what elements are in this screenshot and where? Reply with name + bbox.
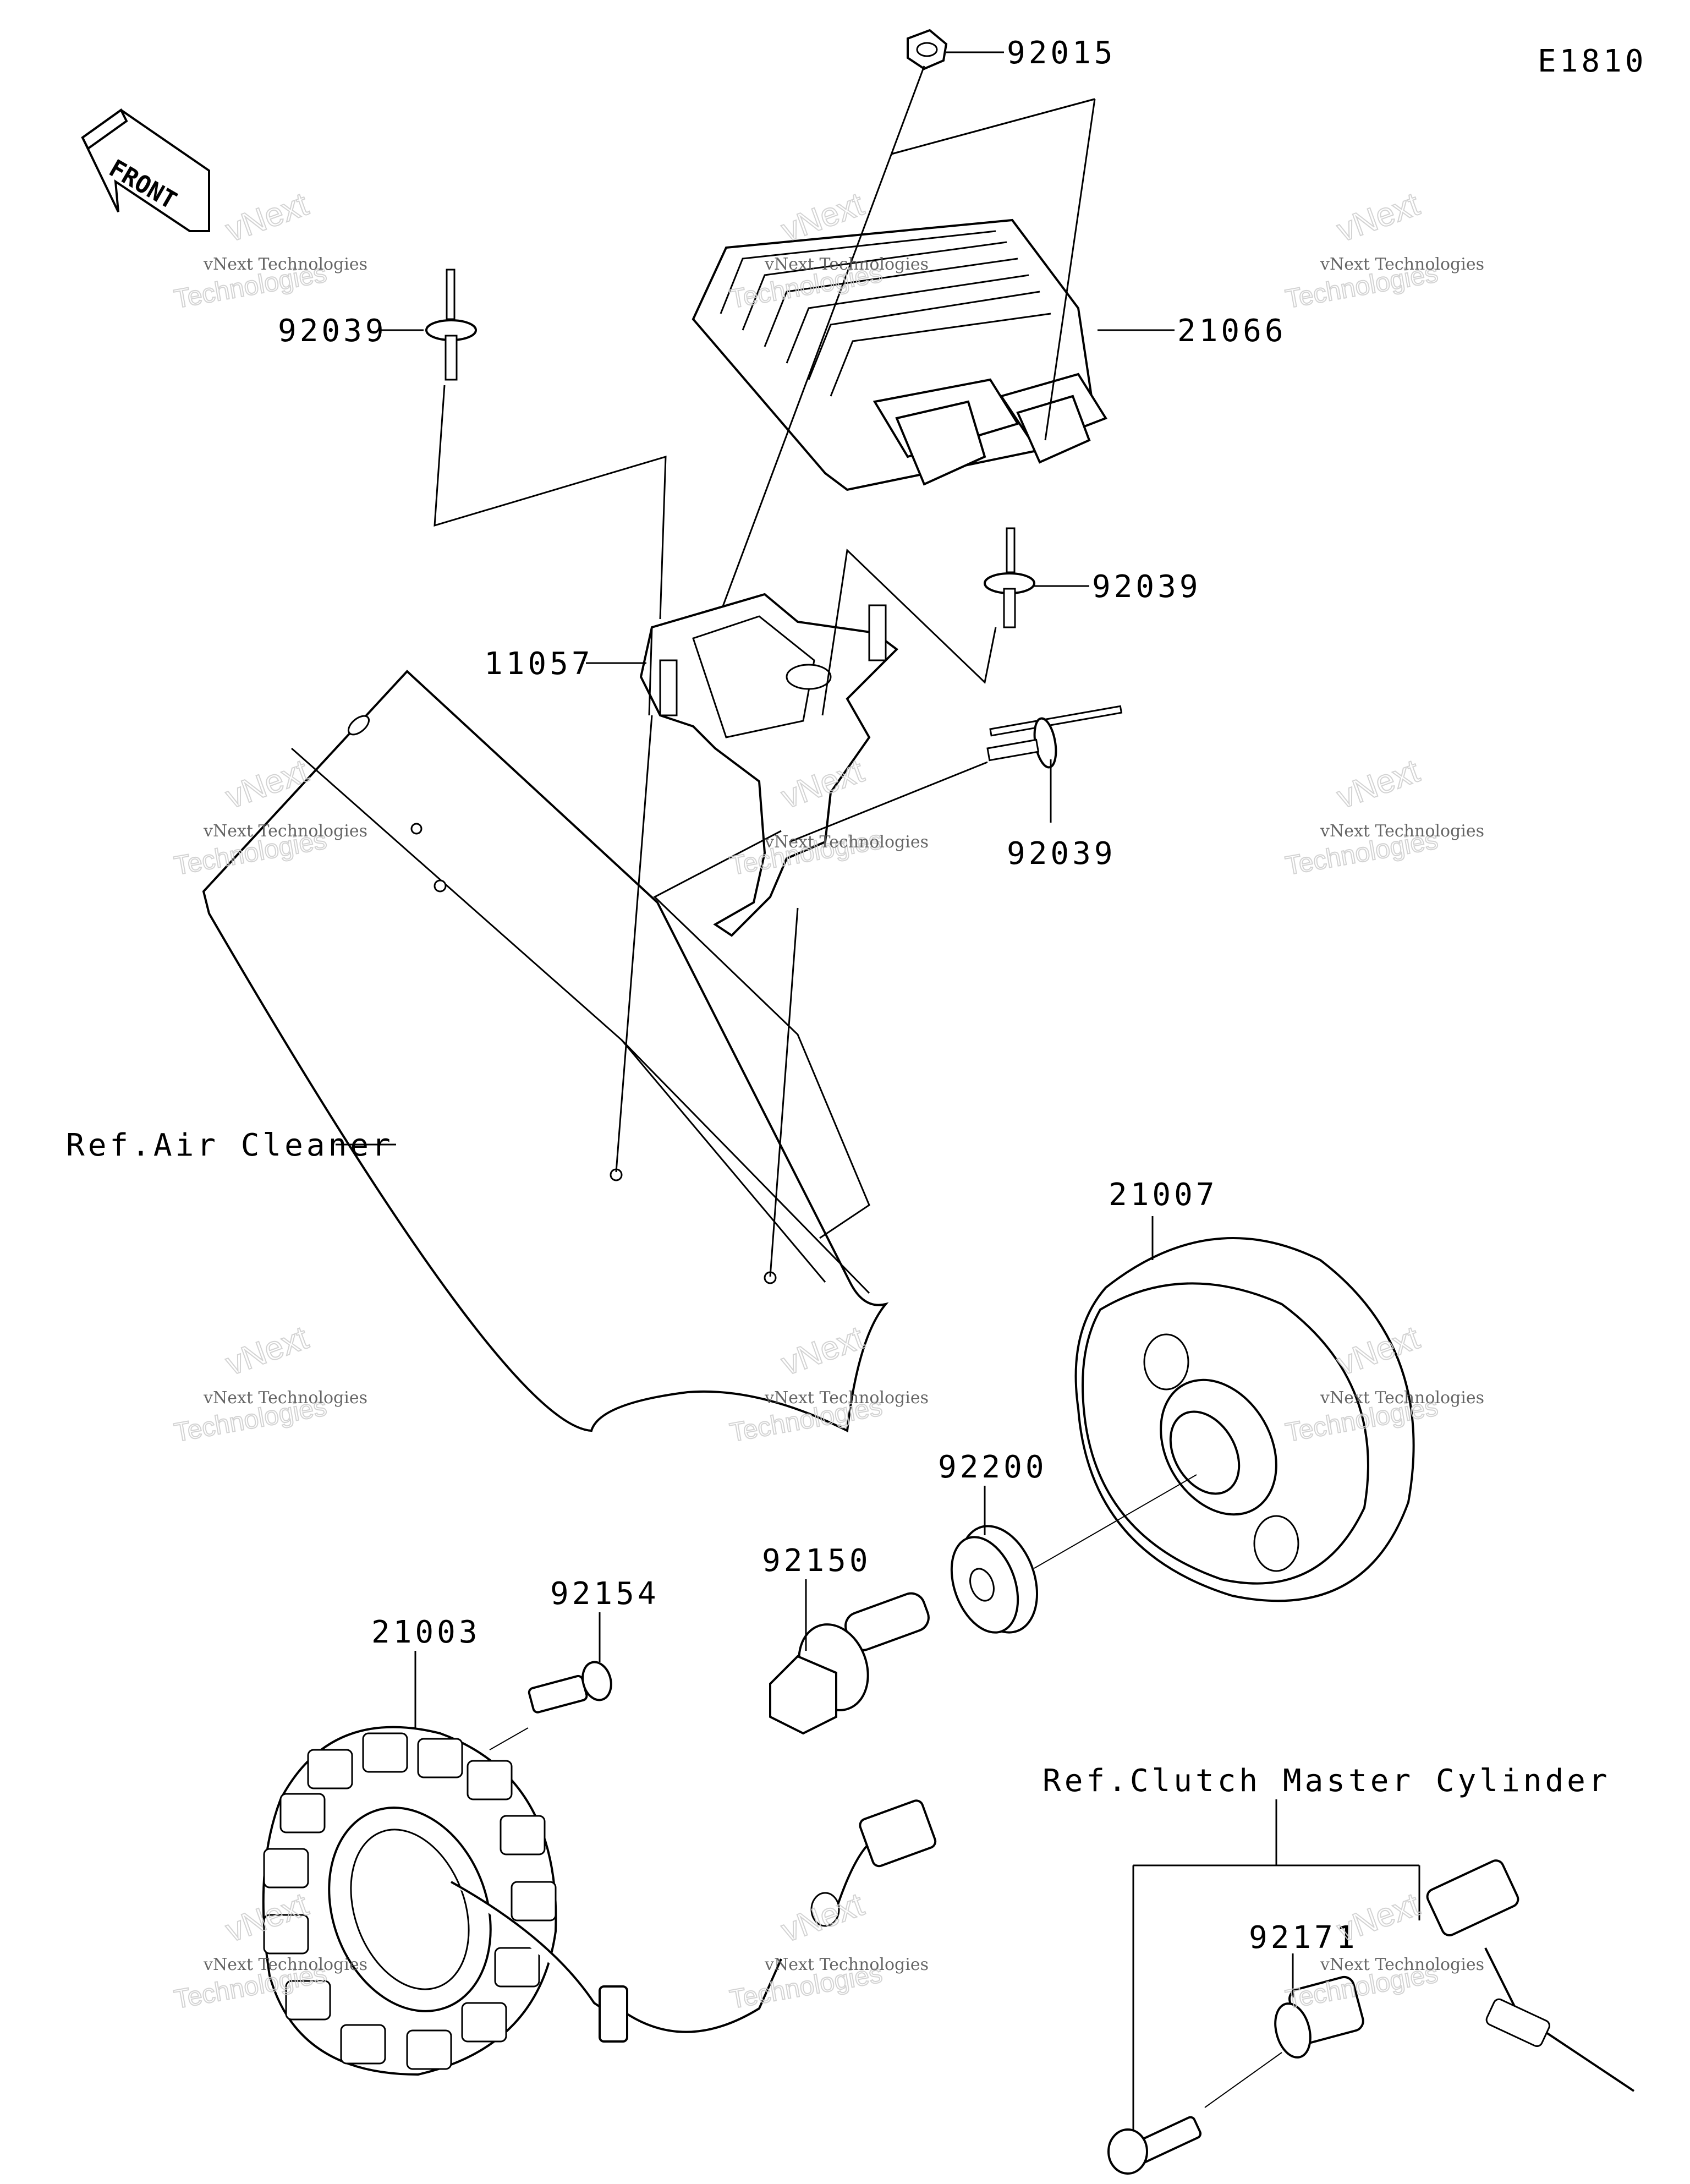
nut-92015 (907, 29, 948, 70)
svg-text:vNext: vNext (221, 185, 313, 249)
air-cleaner-cover (202, 670, 889, 1433)
svg-text:vNext Technologies: vNext Technologies (203, 1388, 367, 1408)
label-11057: 11057 (484, 646, 594, 682)
svg-text:vNext Technologies: vNext Technologies (764, 833, 929, 852)
regulator-rectifier (692, 218, 1107, 491)
bracket-11057 (639, 593, 899, 937)
watermark-7: vNext Technologies vNext Technologies (172, 1318, 367, 1448)
svg-text:vNext Technologies: vNext Technologies (203, 1955, 367, 1974)
label-ref-air-cleaner: Ref.Air Cleaner (66, 1127, 394, 1163)
screw-92154 (528, 1661, 612, 1714)
label-92200: 92200 (938, 1449, 1047, 1485)
label-92039-left: 92039 (278, 313, 387, 349)
svg-text:vNext: vNext (221, 1319, 313, 1383)
svg-text:vNext Technologies: vNext Technologies (764, 1955, 929, 1974)
rivet-92039-left (425, 269, 477, 381)
svg-text:vNext: vNext (1332, 752, 1424, 816)
watermark-6: vNext Technologies vNext Technologies (1283, 752, 1484, 882)
watermark-3: vNext Technologies vNext Technologies (1283, 185, 1484, 315)
watermark-11: vNext Technologies vNext Technologies (727, 1885, 929, 2015)
rivet-92039-right (984, 527, 1035, 628)
label-21003: 21003 (371, 1614, 481, 1650)
svg-text:vNext Technologies: vNext Technologies (1320, 822, 1484, 841)
svg-text:vNext Technologies: vNext Technologies (1320, 255, 1484, 274)
bolt-92150 (769, 1592, 930, 1735)
svg-text:vNext Technologies: vNext Technologies (1320, 1388, 1484, 1408)
svg-text:vNext: vNext (1332, 1886, 1424, 1950)
label-92150: 92150 (762, 1543, 871, 1579)
label-92039-lower: 92039 (1007, 836, 1116, 872)
clutch-switch (1426, 1859, 1635, 2092)
label-92154: 92154 (550, 1576, 660, 1612)
stator-21003 (262, 1726, 937, 2076)
label-ref-clutch-master-cylinder: Ref.Clutch Master Cylinder (1042, 1763, 1611, 1799)
svg-text:vNext Technologies: vNext Technologies (764, 1388, 929, 1408)
collar-92171 (1274, 1975, 1364, 2059)
label-92039-right: 92039 (1092, 569, 1201, 605)
label-21007: 21007 (1109, 1177, 1218, 1213)
svg-text:vNext Technologies: vNext Technologies (1320, 1955, 1484, 1974)
rivet-92039-lower (986, 705, 1123, 769)
diagram-code: E1810 (1538, 43, 1647, 79)
bolt-clutch-mount (1107, 2116, 1202, 2175)
washer-92200 (950, 1525, 1039, 1634)
svg-text:vNext: vNext (1332, 185, 1424, 249)
label-21066: 21066 (1177, 313, 1287, 349)
front-arrow-icon: FRONT (81, 108, 210, 232)
svg-text:vNext Technologies: vNext Technologies (203, 822, 367, 841)
svg-text:vNext Technologies: vNext Technologies (203, 255, 367, 274)
rotor-21007 (1074, 1237, 1415, 1602)
svg-text:vNext Technologies: vNext Technologies (764, 255, 929, 274)
label-92171: 92171 (1249, 1920, 1358, 1956)
label-92015: 92015 (1007, 35, 1116, 71)
